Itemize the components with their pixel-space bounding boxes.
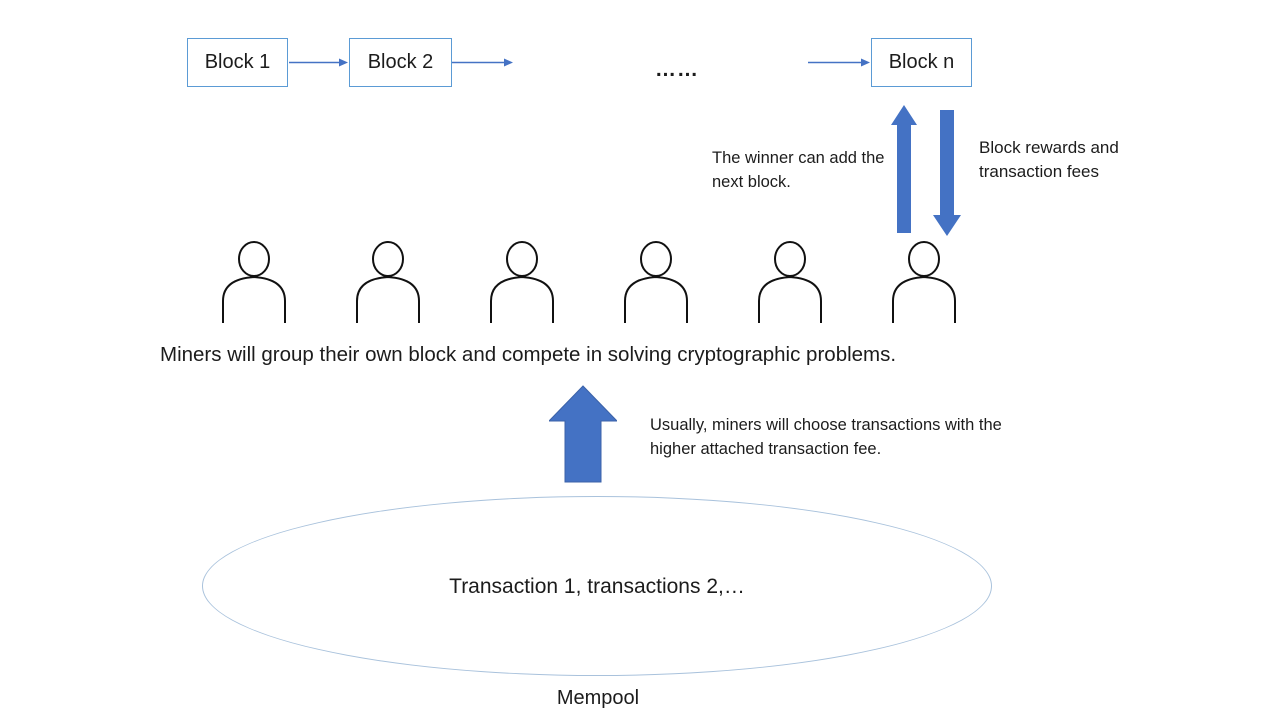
miner-person-icon bbox=[624, 241, 688, 323]
rewards-note: Block rewards and transaction fees bbox=[979, 138, 1119, 181]
mempool-label: Mempool bbox=[556, 687, 640, 709]
transaction-choice-note: Usually, miners will choose transactions… bbox=[650, 416, 1002, 458]
chain-ellipsis: …… bbox=[655, 58, 699, 81]
miner-person-icon bbox=[356, 241, 420, 323]
miner-person-icon bbox=[222, 241, 286, 323]
block-n-label: Block n bbox=[888, 51, 955, 73]
mempool-to-miners-up-arrow-icon bbox=[549, 385, 617, 483]
block-2-box: Block 2 bbox=[349, 38, 452, 87]
arrow-block2-onward-icon bbox=[452, 58, 513, 67]
miner-person-icon bbox=[490, 241, 554, 323]
miners-caption: Miners will group their own block and co… bbox=[160, 343, 897, 366]
arrow-block1-to-block2-icon bbox=[289, 58, 348, 67]
block-1-box: Block 1 bbox=[187, 38, 288, 87]
miners-row bbox=[219, 241, 959, 323]
mempool-ellipse bbox=[202, 496, 992, 676]
block-n-box: Block n bbox=[871, 38, 972, 87]
block-2-label: Block 2 bbox=[367, 51, 434, 73]
mempool-transactions-text: Transaction 1, transactions 2,… bbox=[449, 575, 745, 598]
winner-note: The winner can add the next block. bbox=[712, 149, 885, 191]
block-1-label: Block 1 bbox=[204, 51, 271, 73]
miner-person-icon bbox=[758, 241, 822, 323]
arrow-into-blockn-icon bbox=[808, 58, 870, 67]
miner-person-icon bbox=[892, 241, 956, 323]
winner-up-arrow-and-reward-down-arrow-icon bbox=[891, 105, 961, 236]
